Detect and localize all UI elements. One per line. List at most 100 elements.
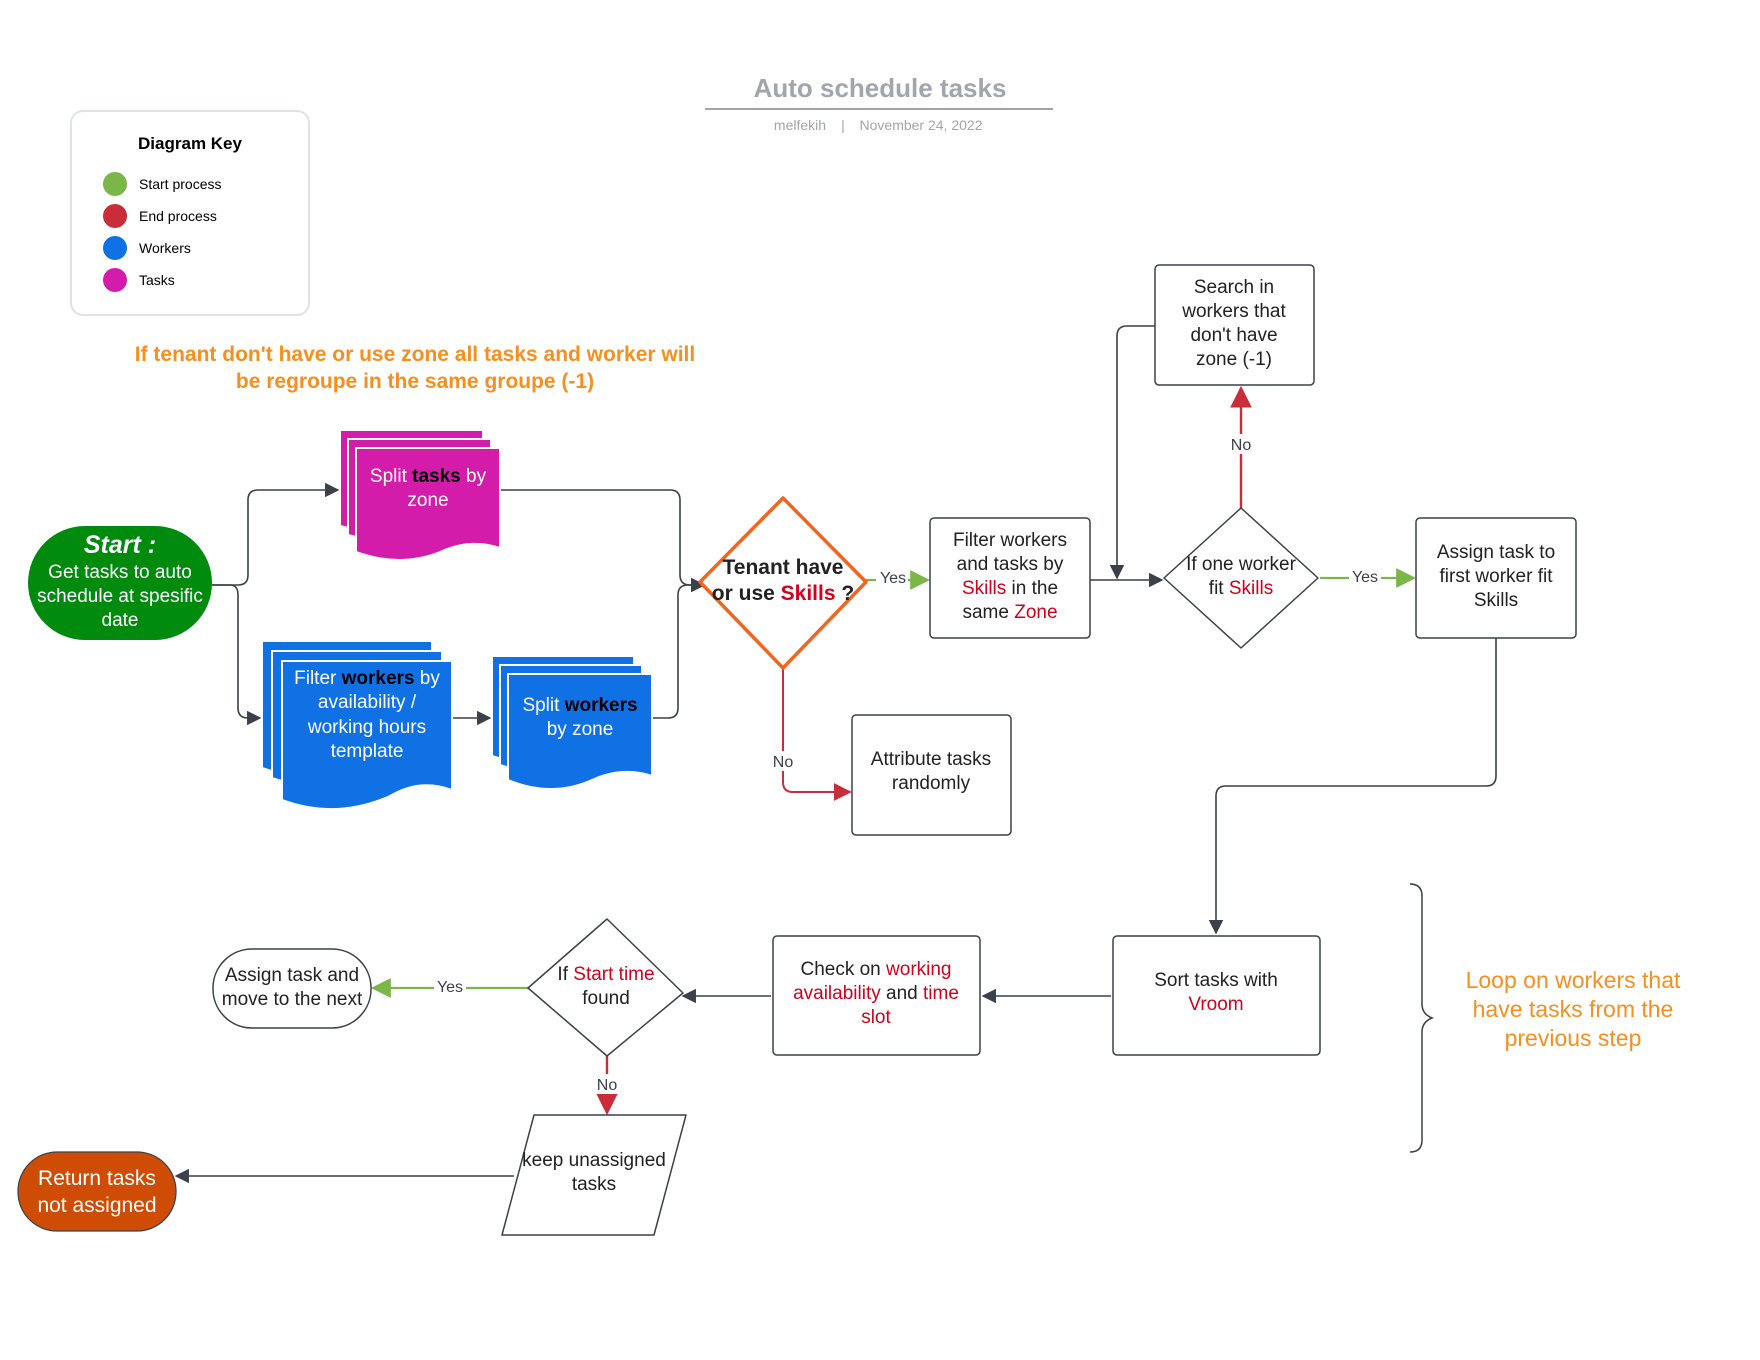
one-worker-line2: fit Skills (1209, 578, 1273, 599)
keep-unassigned-line1: keep unassigned (522, 1150, 666, 1171)
edge-split-tasks-to-decision (500, 489, 706, 593)
search-workers-line2: workers that (1181, 301, 1286, 322)
start-time-yes-label: Yes (437, 979, 463, 996)
search-workers-line4: zone (-1) (1196, 349, 1272, 370)
start-time-no-label: No (597, 1077, 618, 1094)
one-worker-line1: If one worker (1186, 554, 1296, 575)
split-tasks-node[interactable]: Split tasks by zone (339, 429, 501, 561)
assign-first-line2: first worker fit (1440, 566, 1554, 587)
loop-note-line2: have tasks from the (1473, 996, 1674, 1022)
search-workers-line1: Search in (1194, 277, 1274, 298)
split-tasks-line2: zone (407, 490, 448, 511)
split-tasks-line1: Split tasks by (370, 466, 487, 487)
check-availability-line2: availability and time (793, 983, 959, 1004)
start-time-no-label-bg (592, 1074, 622, 1094)
tenant-decision-shape (698, 496, 868, 670)
start-title: Start : (84, 531, 156, 559)
header-separator: | (841, 117, 845, 133)
assign-first-node[interactable]: Assign task to first worker fit Skills (1415, 517, 1577, 639)
filter-skills-shape (929, 517, 1091, 639)
filter-skills-line3: Skills in the (962, 578, 1058, 599)
assign-next-node[interactable]: Assign task and move to the next (212, 948, 372, 1029)
loop-note-line1: Loop on workers that (1466, 967, 1681, 993)
edge-split-workers-to-decision (650, 577, 706, 719)
start-time-decision[interactable]: If Start time found (527, 918, 684, 1057)
tenant-yes-label: Yes (880, 570, 906, 587)
sort-tasks-node[interactable]: Sort tasks with Vroom (1112, 935, 1321, 1056)
filter-skills-line2: and tasks by (957, 554, 1064, 575)
one-worker-decision-shape (1163, 507, 1319, 649)
filter-workers-node[interactable]: Filter workers by availability / working… (261, 640, 453, 811)
tenant-no-label: No (773, 754, 794, 771)
assign-next-line2: move to the next (222, 989, 363, 1010)
assign-next-shape (212, 948, 372, 1029)
edge-start-to-split-tasks (212, 482, 340, 586)
split-workers-line1: Split workers (522, 695, 637, 716)
start-line1: Get tasks to auto (48, 562, 192, 583)
attribute-random-line2: randomly (892, 773, 971, 794)
date: November 24, 2022 (860, 117, 983, 133)
loop-annotation: Loop on workers that have tasks from the… (1409, 883, 1681, 1153)
one-worker-yes-label-bg (1349, 566, 1381, 586)
key-item-tasks: Tasks (139, 272, 175, 288)
start-node[interactable]: Start : Get tasks to auto schedule at sp… (28, 526, 212, 640)
edge-start-to-filter-workers (212, 584, 262, 726)
split-workers-page-front (507, 673, 653, 790)
one-worker-yes-label: Yes (1352, 569, 1378, 586)
workers-color-dot (103, 236, 127, 260)
filter-workers-line1: Filter workers by (294, 668, 440, 689)
loop-brace (1409, 883, 1435, 1153)
attribute-random-line1: Attribute tasks (871, 749, 991, 770)
edge-labels: Yes No No Yes Yes No (434, 434, 1381, 1094)
key-box (70, 110, 310, 316)
tenant-yes-label-bg (876, 567, 908, 587)
diagram-key: Diagram Key Start process End process Wo… (70, 110, 310, 316)
one-worker-no-label-bg (1226, 434, 1256, 454)
assign-first-line3: Skills (1474, 590, 1518, 611)
start-time-line2: found (582, 988, 630, 1009)
return-tasks-line2: not assigned (37, 1194, 156, 1217)
tasks-color-dot (103, 268, 127, 292)
edge-tenant-no (782, 668, 852, 801)
tenant-skills-decision[interactable]: Tenant have or use Skills ? (698, 496, 868, 670)
filter-workers-line4: template (331, 741, 404, 762)
search-workers-line3: don't have (1190, 325, 1277, 346)
one-worker-decision[interactable]: If one worker fit Skills (1163, 507, 1319, 649)
loop-note-line3: previous step (1505, 1025, 1642, 1051)
split-workers-line2: by zone (547, 719, 614, 740)
filter-workers-page-front (281, 660, 453, 811)
split-workers-node[interactable]: Split workers by zone (491, 655, 653, 790)
attribute-random-node[interactable]: Attribute tasks randomly (851, 714, 1012, 836)
assign-first-line1: Assign task to (1437, 542, 1555, 563)
search-workers-node[interactable]: Search in workers that don't have zone (… (1154, 264, 1315, 386)
filter-skills-node[interactable]: Filter workers and tasks by Skills in th… (929, 517, 1091, 639)
page-title: Auto schedule tasks (754, 73, 1007, 103)
sort-tasks-shape (1112, 935, 1321, 1056)
author: melfekih (774, 117, 826, 133)
return-tasks-line1: Return tasks (38, 1167, 156, 1190)
return-tasks-node[interactable]: Return tasks not assigned (17, 1151, 177, 1232)
return-tasks-shape (17, 1151, 177, 1232)
sort-tasks-line2: Vroom (1188, 994, 1243, 1015)
key-item-start: Start process (139, 176, 221, 192)
check-availability-line3: slot (861, 1007, 891, 1028)
keep-unassigned-node[interactable]: keep unassigned tasks (501, 1114, 687, 1236)
start-time-line1: If Start time (557, 964, 654, 985)
end-color-dot (103, 204, 127, 228)
start-color-dot (103, 172, 127, 196)
zone-note: If tenant don't have or use zone all tas… (135, 343, 695, 393)
key-title: Diagram Key (138, 134, 242, 153)
check-availability-node[interactable]: Check on working availability and time s… (772, 935, 981, 1056)
attribute-random-shape (851, 714, 1012, 836)
edge-search-back (1109, 325, 1155, 580)
key-item-workers: Workers (139, 240, 191, 256)
filter-skills-line1: Filter workers (953, 530, 1067, 551)
keep-unassigned-shape (501, 1114, 687, 1236)
filter-workers-line2: availability / (318, 692, 417, 713)
header: Auto schedule tasks melfekih | November … (705, 73, 1053, 133)
assign-next-line1: Assign task and (225, 965, 359, 986)
start-shape (28, 526, 212, 640)
filter-skills-line4: same Zone (962, 602, 1057, 623)
split-tasks-page-front (355, 447, 501, 561)
